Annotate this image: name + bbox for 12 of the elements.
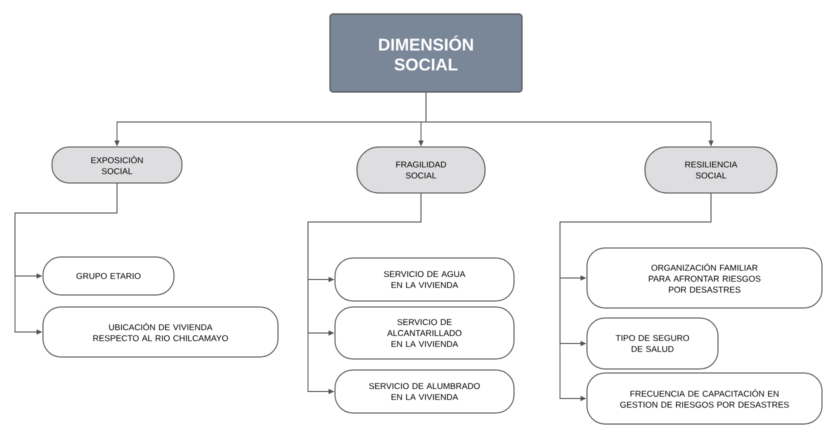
category-box: RESILIENCIA SOCIAL	[644, 146, 778, 194]
indicator-box: SERVICIO DE AGUA EN LA VIVIENDA	[334, 258, 514, 302]
indicator-box: FRECUENCIA DE CAPACITACIÓN EN GESTION DE RIESGOS POR DESASTRES	[586, 372, 822, 424]
indicator-box: GRUPO ETARIO	[42, 256, 174, 296]
indicator-box: UBICACIÓN DE VIVIENDA RESPECTO AL RIO CHILCAMAYO	[42, 306, 278, 358]
category-box: FRAGILIDAD SOCIAL	[356, 146, 486, 194]
indicator-box: ORGANIZACIÓN FAMILIAR PARA AFRONTAR RIESGOS POR DESASTRES	[586, 248, 822, 308]
category-box: EXPOSICIÓN SOCIAL	[52, 146, 182, 184]
indicator-box: SERVICIO DE ALUMBRADO EN LA VIVIENDA	[334, 370, 514, 414]
title-box: DIMENSIÓN SOCIAL	[329, 13, 523, 93]
indicator-box: TIPO DE SEGURO DE SALUD	[586, 318, 718, 370]
indicator-box: SERVICIO DE ALCANTARILLADO EN LA VIVIENDA	[334, 306, 514, 360]
